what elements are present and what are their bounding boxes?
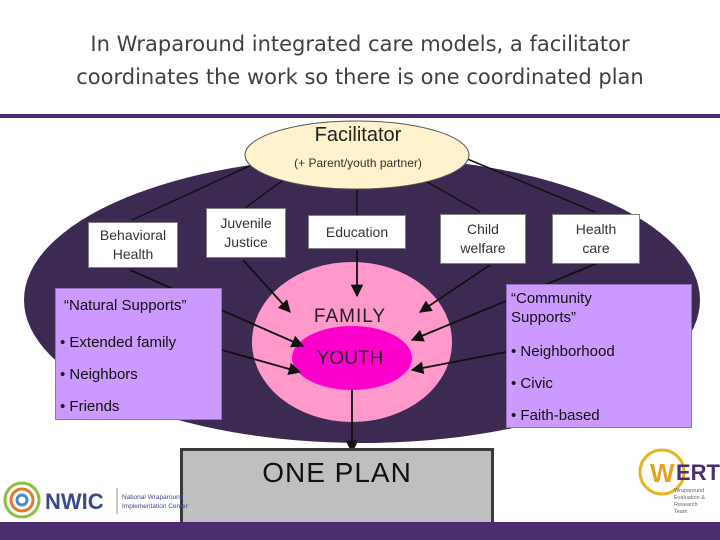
behavioral-line-2: Health [112, 246, 154, 262]
arrow-natural [221, 349, 302, 375]
footer-bar [0, 522, 720, 540]
arrow-juvenile [242, 259, 291, 313]
community-item: • Faith-based [511, 407, 600, 424]
facilitator-subtitle: (+ Parent/youth partner) [294, 156, 422, 170]
connector-health [464, 157, 596, 213]
community-item: • Neighborhood [511, 343, 615, 360]
education-label: Education [325, 223, 389, 240]
wert-fullname-line-3: Research [674, 502, 698, 508]
wert-circle-icon [638, 448, 686, 496]
child-line-1: Child [467, 221, 499, 237]
page-title: In Wraparound integrated care models, a … [0, 28, 720, 94]
health-line-1: Health [575, 221, 617, 237]
connector-behavioral [131, 161, 259, 221]
natural-supports-panel: “Natural Supports” • Extended family • N… [55, 288, 222, 420]
nwic-logo: NWIC National Wraparound Implementation … [3, 481, 189, 519]
natural-item: • Neighbors [60, 366, 138, 383]
community-supports-heading: “Community Supports” [511, 289, 592, 327]
wert-fullname-line-1: Wraparound [674, 488, 704, 494]
community-supports-panel: “Community Supports” • Neighborhood • Ci… [506, 284, 692, 428]
wert-wordmark-tail: ERT [676, 460, 720, 485]
connector-child [419, 177, 481, 213]
behavioral-line-1: Behavioral [99, 227, 167, 243]
natural-item: • Friends [60, 398, 120, 415]
nwic-fullname-line-1: National Wraparound [122, 494, 184, 501]
title-divider [0, 114, 720, 118]
title-line-1: In Wraparound integrated care models, a … [90, 32, 630, 56]
child-welfare-box: Child welfare [440, 214, 526, 264]
wert-w-glyph: W [650, 458, 675, 488]
title-line-2: coordinates the work so there is one coo… [76, 65, 644, 89]
nwic-fullname-line-2: Implementation Center [122, 503, 189, 510]
youth-label: YOUTH [316, 348, 384, 369]
facilitator-connectors [131, 157, 596, 221]
family-inner-circle [292, 326, 412, 390]
one-plan-label: ONE PLAN [262, 457, 412, 488]
community-heading-line-1: “Community [511, 290, 592, 307]
nwic-wordmark: NWIC [45, 489, 104, 514]
wert-fullname-line-2: Evaluation & [674, 495, 705, 501]
juvenile-line-1: Juvenile [220, 215, 272, 231]
health-line-2: care [582, 240, 610, 256]
community-heading-line-2: Supports” [511, 309, 577, 326]
nwic-swirl-icon [3, 481, 41, 519]
family-label: FAMILY [313, 306, 387, 327]
natural-supports-heading: “Natural Supports” [64, 297, 187, 314]
wert-logo: W ERT Wraparound Evaluation & Research T… [638, 448, 720, 515]
arrows [129, 250, 601, 454]
health-care-box: Health care [552, 214, 640, 264]
wert-fullname-line-4: Team [674, 509, 688, 515]
arrow-community [410, 351, 507, 375]
child-line-2: welfare [460, 240, 506, 256]
facilitator-ellipse [244, 120, 470, 190]
arrow-child [418, 264, 491, 313]
community-item: • Civic [511, 375, 553, 392]
education-box: Education [308, 215, 406, 249]
juvenile-line-2: Justice [224, 234, 268, 250]
facilitator-label: Facilitator [314, 124, 402, 146]
natural-item: • Extended family [60, 334, 177, 351]
